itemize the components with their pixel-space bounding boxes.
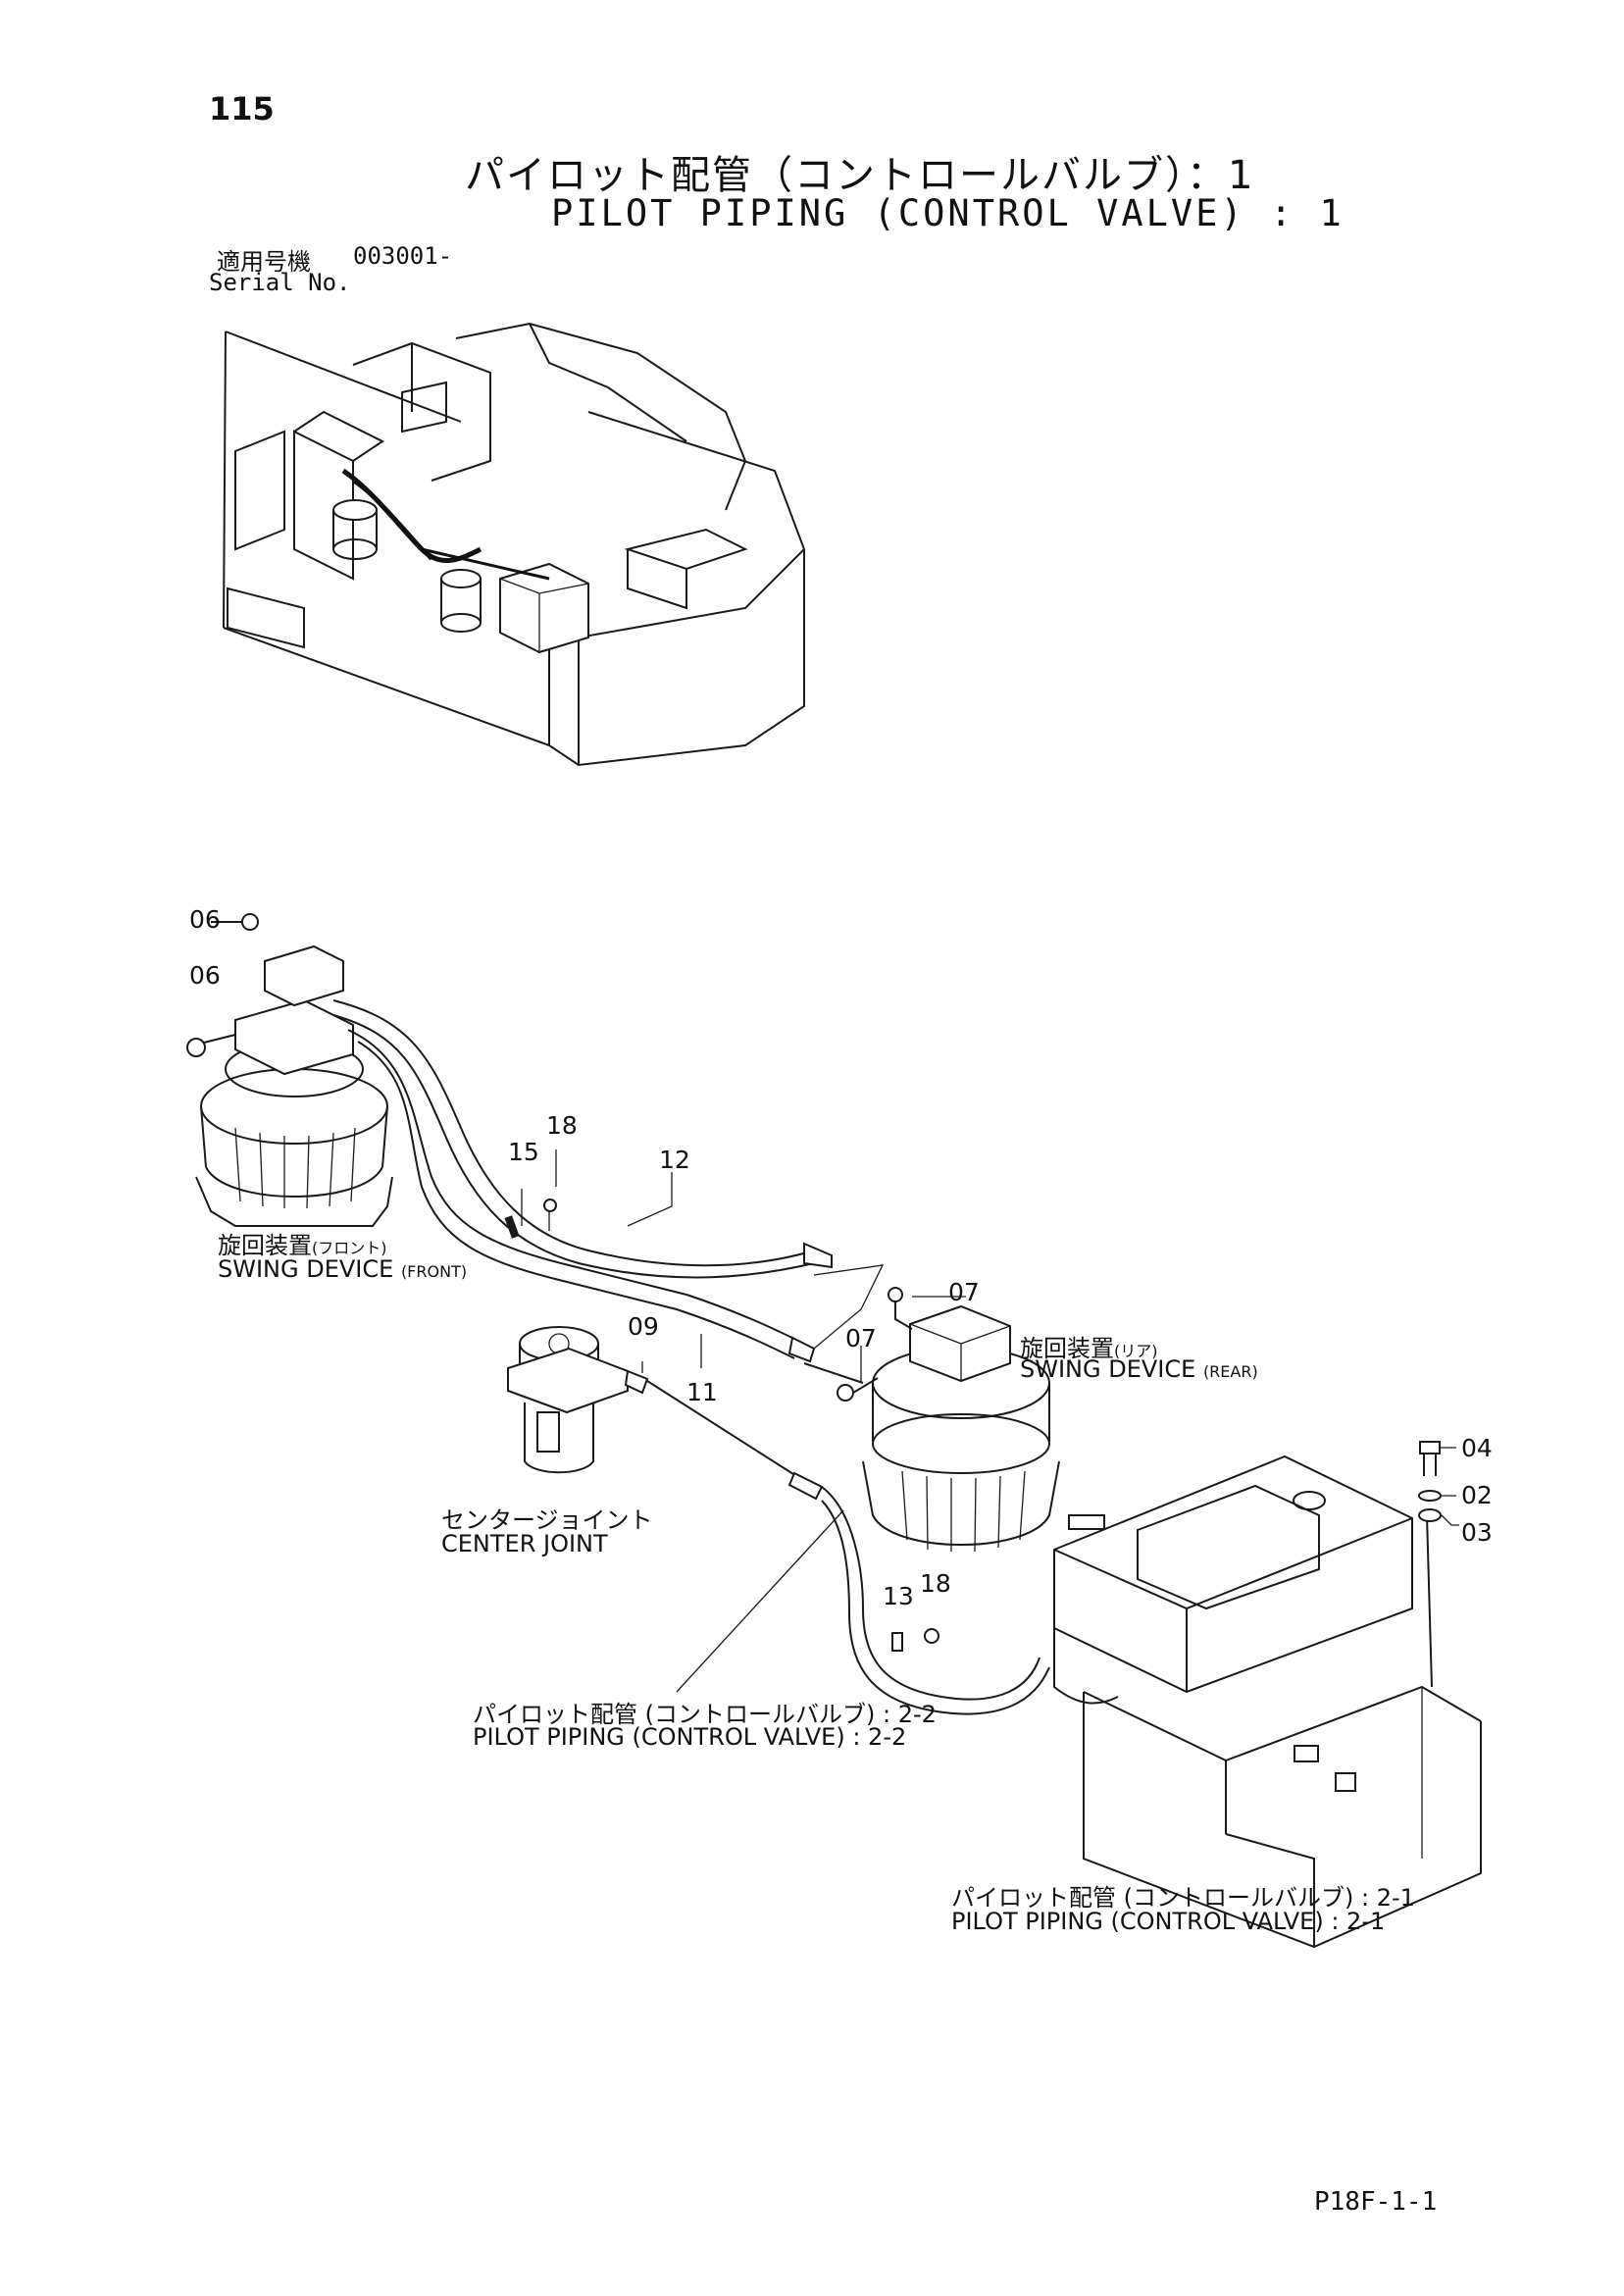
swing-device-front-label-en: SWING DEVICE (FRONT) — [218, 1255, 468, 1283]
swing-device-rear-label-en: SWING DEVICE (REAR) — [1020, 1355, 1258, 1383]
swing-device-front-drawing — [186, 913, 393, 1227]
reference-2-1-label-ja: パイロット配管 (コントロールバルブ) : 2-1 — [951, 1884, 1415, 1912]
callout-15: 15 — [508, 1138, 539, 1166]
callout-04: 04 — [1461, 1434, 1493, 1462]
callout-18-upper: 18 — [546, 1111, 578, 1140]
callout-11: 11 — [686, 1378, 718, 1406]
center-joint-label-ja: センタージョイント — [441, 1506, 653, 1534]
reference-2-2-label-en: PILOT PIPING (CONTROL VALVE) : 2-2 — [473, 1723, 907, 1751]
callout-06-lower: 06 — [189, 961, 221, 990]
serial-label-japanese: 適用号機 — [217, 248, 311, 276]
page-title-english: PILOT PIPING (CONTROL VALVE) : 1 — [551, 192, 1345, 234]
bolt-washer-group — [1418, 1441, 1459, 1526]
center-joint-label-en: CENTER JOINT — [441, 1530, 608, 1557]
reference-2-2-label-ja: パイロット配管 (コントロールバルブ) : 2-2 — [473, 1701, 937, 1728]
page-title-japanese: パイロット配管（コントロールバルブ）：1 — [465, 153, 1255, 198]
center-joint-hose — [646, 1380, 1050, 1715]
callout-07-lower: 07 — [845, 1324, 877, 1352]
callout-leaders — [228, 921, 966, 1383]
callout-18-lower: 18 — [920, 1569, 951, 1598]
machine-overview-drawing — [223, 322, 805, 767]
center-joint-drawing — [507, 1326, 649, 1474]
serial-label-english: Serial No. — [209, 269, 351, 296]
hose-lines — [332, 999, 885, 1363]
callout-07-upper: 07 — [948, 1278, 980, 1306]
callout-03: 03 — [1461, 1518, 1493, 1547]
page-number: 115 — [209, 90, 275, 128]
swing-device-rear-drawing — [803, 1287, 1060, 1553]
callout-09: 09 — [628, 1312, 659, 1341]
reference-2-1-label-en: PILOT PIPING (CONTROL VALVE) : 2-1 — [951, 1908, 1386, 1935]
swing-device-rear-label-ja: 旋回装置(リア) — [1020, 1335, 1158, 1362]
callout-02: 02 — [1461, 1481, 1493, 1509]
swing-device-front-label-ja: 旋回装置(フロント) — [218, 1232, 387, 1259]
callout-13: 13 — [883, 1582, 914, 1610]
serial-number-value: 003001- — [353, 242, 453, 270]
callout-12: 12 — [659, 1146, 690, 1174]
hydraulic-tank-drawing — [1053, 1454, 1482, 1949]
page-code: P18F-1-1 — [1314, 2187, 1438, 2217]
callout-06-upper: 06 — [189, 905, 221, 934]
